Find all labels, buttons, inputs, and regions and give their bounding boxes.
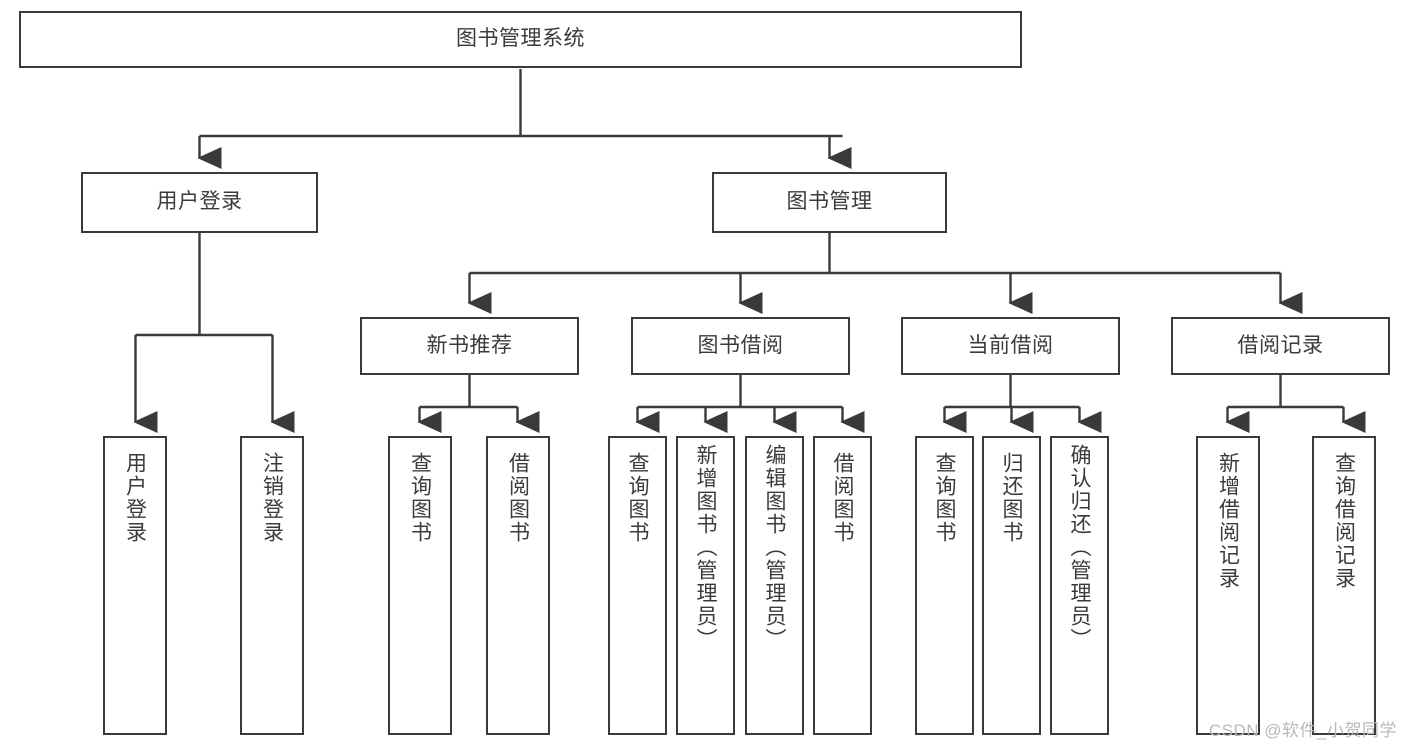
node-leaf-confirm-return[interactable]: 确认归还（管理员） [1050, 436, 1109, 735]
node-label: 查询图书 [933, 452, 956, 544]
node-leaf-add-borrow-record[interactable]: 新增借阅记录 [1196, 436, 1260, 735]
node-leaf-borrow-book-1[interactable]: 借阅图书 [486, 436, 550, 735]
node-leaf-add-book[interactable]: 新增图书（管理员） [676, 436, 735, 735]
node-book-borrow[interactable]: 图书借阅 [631, 317, 850, 375]
node-label: 编辑图书（管理员） [763, 444, 786, 651]
watermark-text: CSDN @软件_小贺同学 [1208, 721, 1397, 740]
node-label: 确认归还（管理员） [1068, 444, 1091, 651]
node-leaf-borrow-book-2[interactable]: 借阅图书 [813, 436, 872, 735]
node-label: 用户登录 [156, 190, 243, 214]
node-leaf-query-book-2[interactable]: 查询图书 [608, 436, 667, 735]
node-leaf-user-login[interactable]: 用户登录 [103, 436, 167, 735]
node-leaf-edit-book[interactable]: 编辑图书（管理员） [745, 436, 804, 735]
node-book-management[interactable]: 图书管理 [712, 172, 947, 233]
node-label: 用户登录 [123, 452, 147, 544]
node-label: 新增图书（管理员） [694, 444, 717, 651]
node-label: 当前借阅 [967, 333, 1054, 357]
node-borrow-record[interactable]: 借阅记录 [1171, 317, 1390, 375]
node-leaf-return-book[interactable]: 归还图书 [982, 436, 1041, 735]
node-leaf-query-borrow-record[interactable]: 查询借阅记录 [1312, 436, 1376, 735]
node-book-management-system[interactable]: 图书管理系统 [19, 11, 1022, 68]
node-label: 图书管理系统 [456, 27, 585, 51]
node-label: 查询图书 [626, 452, 649, 544]
node-label: 注销登录 [260, 452, 284, 544]
node-label: 新书推荐 [426, 333, 513, 357]
node-label: 借阅图书 [506, 452, 530, 544]
node-leaf-query-book-1[interactable]: 查询图书 [388, 436, 452, 735]
node-user-login[interactable]: 用户登录 [81, 172, 318, 233]
node-label: 归还图书 [1000, 452, 1023, 544]
node-label: 图书借阅 [697, 333, 784, 357]
node-new-book-recommend[interactable]: 新书推荐 [360, 317, 579, 375]
node-label: 查询图书 [408, 452, 432, 544]
node-label: 借阅记录 [1237, 333, 1324, 357]
node-label: 新增借阅记录 [1216, 452, 1240, 590]
node-leaf-query-book-3[interactable]: 查询图书 [915, 436, 974, 735]
node-label: 图书管理 [786, 190, 873, 214]
node-current-borrow[interactable]: 当前借阅 [901, 317, 1120, 375]
node-label: 查询借阅记录 [1332, 452, 1356, 590]
node-leaf-user-logout[interactable]: 注销登录 [240, 436, 304, 735]
node-label: 借阅图书 [831, 452, 854, 544]
